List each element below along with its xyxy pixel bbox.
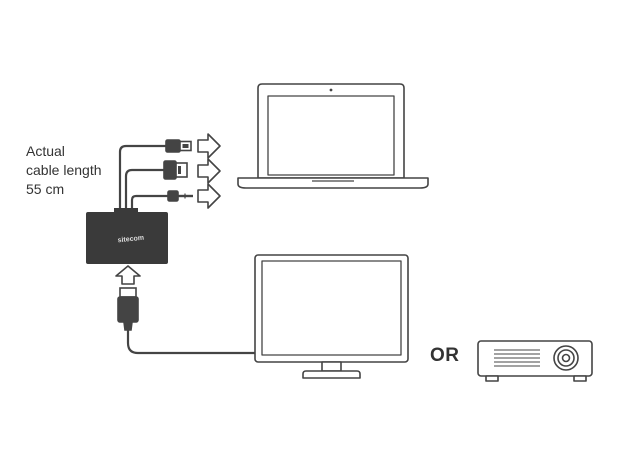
hub-cables (118, 144, 168, 212)
audio-cable (130, 194, 168, 212)
caption-line: Actual (26, 143, 65, 159)
ethernet-connector-icon (163, 160, 188, 180)
outline-arrow-icon (197, 158, 221, 184)
audio-jack-icon (167, 190, 193, 202)
hdmi-connector-icon (117, 287, 139, 331)
outline-arrow-icon (115, 265, 141, 285)
outline-arrow-icon (197, 133, 221, 159)
caption-line: cable length (26, 162, 102, 178)
hub-brand-label: sitecom (117, 235, 144, 245)
usb-connector-icon (165, 139, 192, 153)
hub-device: sitecom (86, 208, 168, 264)
ethernet-cable (124, 168, 164, 212)
or-separator: OR (430, 345, 460, 366)
monitor-icon (254, 254, 409, 379)
hdmi-cable (126, 330, 258, 355)
caption-line: 55 cm (26, 181, 65, 197)
cable-length-caption: Actual cable length 55 cm (26, 142, 102, 199)
projector-icon (477, 340, 593, 382)
usb-cable (118, 144, 166, 212)
laptop-icon (237, 83, 429, 189)
outline-arrow-icon (197, 183, 221, 209)
output-arrows (197, 133, 221, 209)
